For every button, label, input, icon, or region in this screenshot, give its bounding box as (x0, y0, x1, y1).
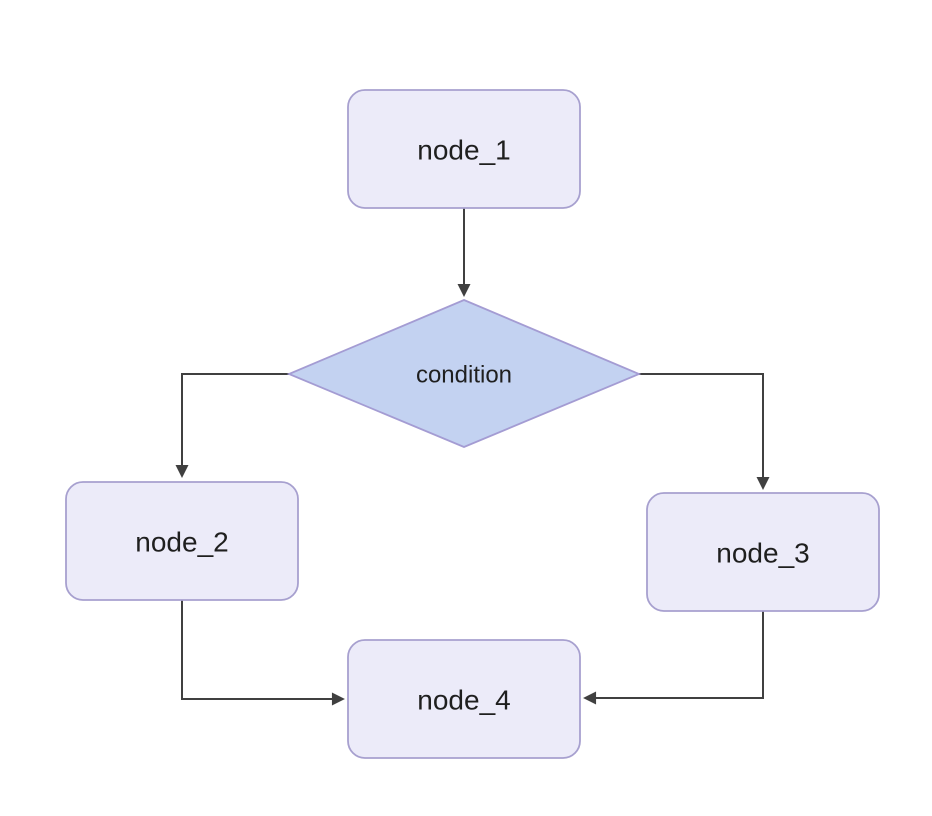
node_4-label: node_4 (417, 685, 510, 716)
edge-node_2-node_4 (181, 600, 345, 706)
node_3-shape (646, 492, 880, 612)
condition-shape (286, 299, 642, 448)
node-node_4: node_4 (347, 639, 581, 759)
edge-condition-node_3 (639, 373, 770, 490)
node_3-label: node_3 (716, 538, 809, 569)
node_2-shape (65, 481, 299, 601)
edge-layer (175, 208, 770, 706)
node-node_1: node_1 (347, 89, 581, 209)
edge-condition-node_2 (175, 373, 289, 478)
node_4-shape (347, 639, 581, 759)
node-condition: condition (286, 299, 642, 448)
condition-label: condition (416, 362, 512, 389)
node-node_2: node_2 (65, 481, 299, 601)
edge-node_3-node_4 (583, 611, 764, 705)
node-node_3: node_3 (646, 492, 880, 612)
node_1-label: node_1 (417, 135, 510, 166)
node_1-shape (347, 89, 581, 209)
node_2-label: node_2 (135, 527, 228, 558)
